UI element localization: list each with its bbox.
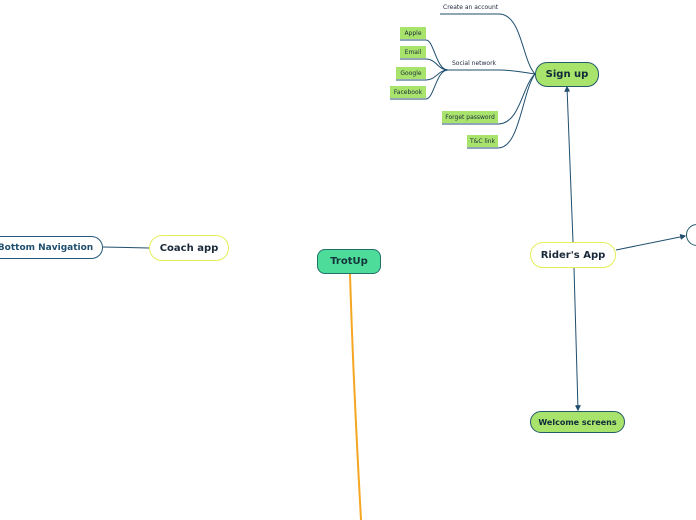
node-riders-app[interactable]: Rider's App <box>530 242 616 268</box>
node-trotup[interactable]: TrotUp <box>317 249 381 274</box>
node-sign-up-label: Sign up <box>545 69 589 80</box>
leaf-facebook[interactable]: Facebook <box>390 86 426 98</box>
social-to-email-line <box>400 58 449 71</box>
signup-to-social-line <box>448 69 536 75</box>
node-riders-app-label: Rider's App <box>540 249 606 261</box>
signup-to-forgot-line <box>442 73 536 125</box>
node-welcome-screens-label: Welcome screens <box>538 417 617 427</box>
leaf-apple[interactable]: Apple <box>400 27 426 39</box>
node-trotup-label: TrotUp <box>330 256 368 267</box>
node-bottom-navigation-label: Bottom Navigation <box>0 242 94 253</box>
signup-to-tc-line <box>467 73 536 149</box>
node-welcome-screens[interactable]: Welcome screens <box>530 411 625 433</box>
leaf-forgot-password[interactable]: Forget password <box>442 111 498 123</box>
signup-to-create-line <box>440 13 536 75</box>
rider-to-signup-line <box>564 85 574 243</box>
node-bottom-navigation[interactable]: Bottom Navigation <box>0 236 103 259</box>
node-coach-app[interactable]: Coach app <box>149 235 229 261</box>
node-coach-app-label: Coach app <box>159 242 219 254</box>
social-to-facebook-line <box>390 69 449 100</box>
node-sign-up[interactable]: Sign up <box>535 62 599 87</box>
leaf-tc-link[interactable]: T&C link <box>467 135 498 147</box>
leaf-social-network[interactable]: Social network <box>451 59 497 67</box>
leaf-create-account[interactable]: Create an account <box>443 4 499 11</box>
leaf-google[interactable]: Google <box>396 67 426 79</box>
leaf-email[interactable]: Email <box>400 46 426 58</box>
coach-to-bottomnav-line <box>102 246 150 249</box>
rider-to-right-line <box>615 234 687 251</box>
trotup-branch-line <box>349 273 362 520</box>
rider-to-welcome-line <box>573 267 581 412</box>
